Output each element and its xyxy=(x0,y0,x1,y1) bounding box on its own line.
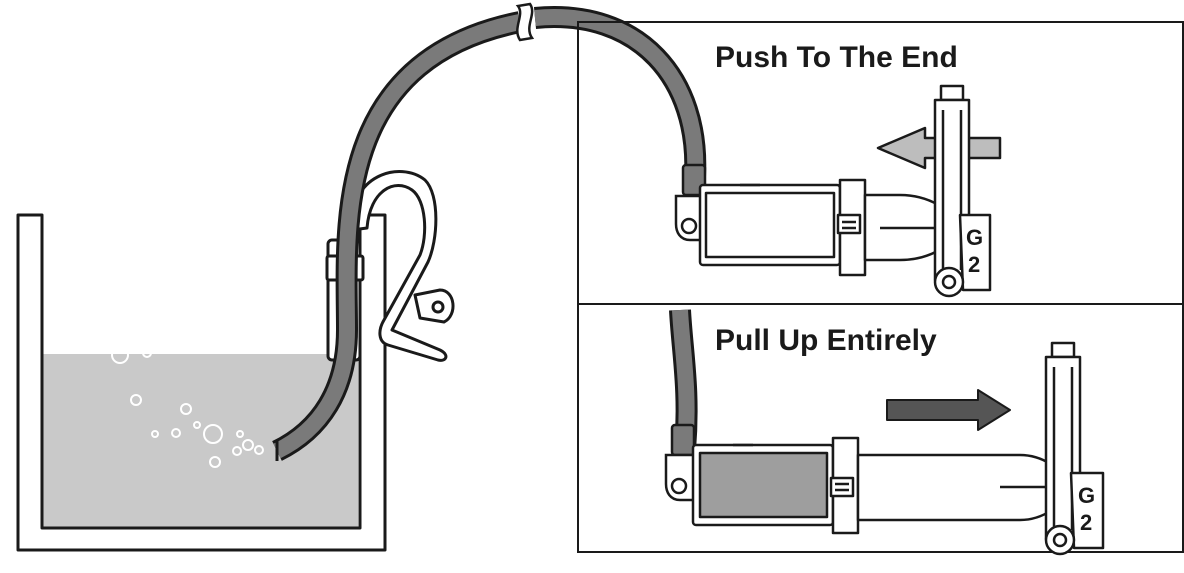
top-panel-frame xyxy=(577,21,1184,553)
pull-caption: Pull Up Entirely xyxy=(715,324,937,357)
hose-break-mark xyxy=(515,2,535,42)
air-bubbles xyxy=(111,346,264,468)
bottom-g-label: G xyxy=(1078,483,1095,508)
top-filter-body xyxy=(698,178,967,277)
top-g-label: G xyxy=(966,225,983,250)
bottom-hose-sleeve xyxy=(664,423,702,502)
bottom-stand xyxy=(1044,341,1105,556)
push-caption: Push To The End xyxy=(715,41,958,74)
top-2-label: 2 xyxy=(968,252,980,277)
top-stand xyxy=(933,84,992,298)
bottom-filter-body xyxy=(691,436,1080,535)
pull-arrow xyxy=(886,389,1011,431)
siphon-hose xyxy=(271,6,707,461)
bottom-2-label: 2 xyxy=(1080,510,1092,535)
